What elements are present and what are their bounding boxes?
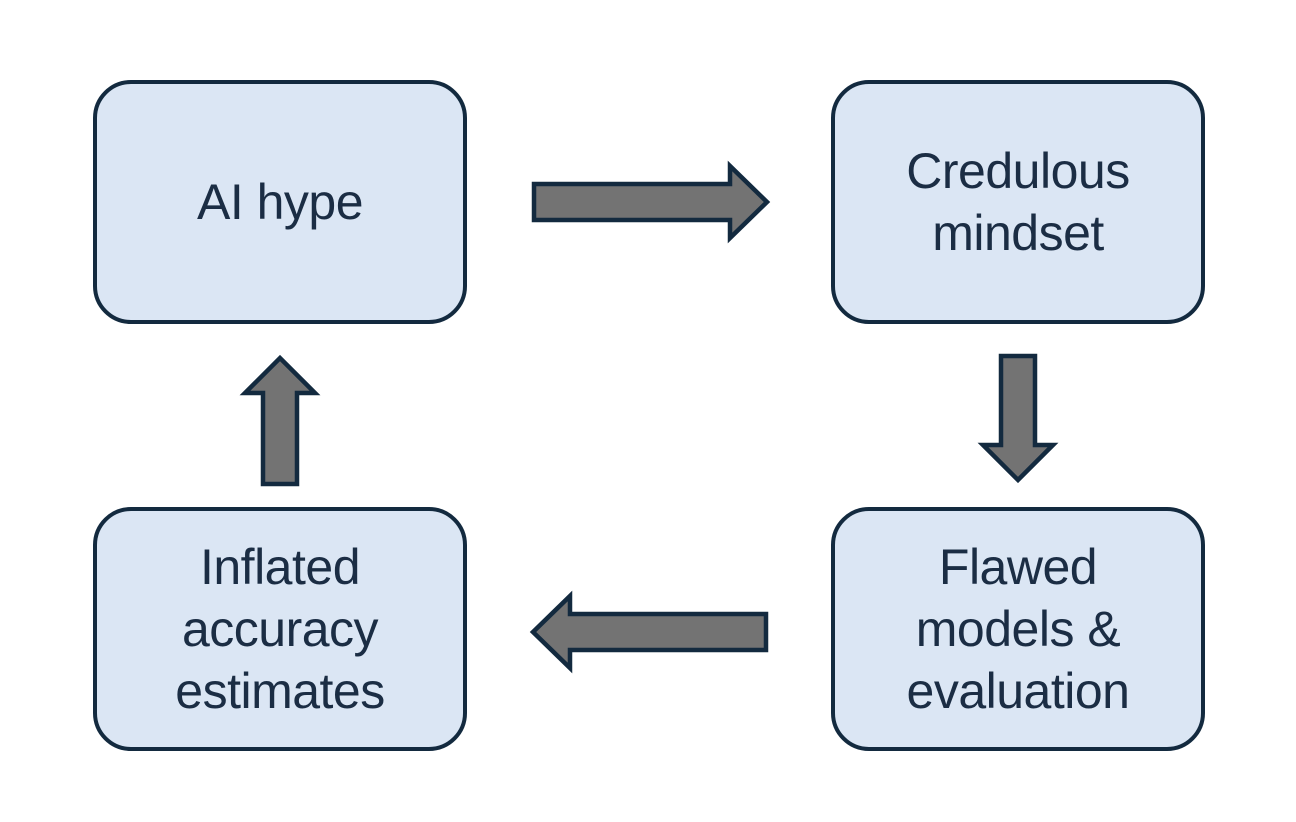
arrow-flawed-models-to-inflated-accuracy: [529, 590, 769, 674]
node-credulous-mindset: Credulous mindset: [831, 80, 1205, 324]
label-line: Flawed: [938, 539, 1098, 595]
arrow-ai-hype-to-credulous-mindset: [531, 160, 771, 244]
label-line: evaluation: [906, 663, 1130, 719]
node-flawed-models-evaluation-label: Flawed models & evaluation: [907, 536, 1130, 722]
label-line: AI hype: [196, 174, 364, 230]
node-ai-hype-label: AI hype: [196, 171, 364, 233]
arrow-credulous-mindset-to-flawed-models: [977, 353, 1059, 484]
label-line: models &: [915, 601, 1121, 657]
label-line: Inflated: [199, 539, 361, 595]
label-line: mindset: [932, 205, 1104, 261]
label-line: estimates: [175, 663, 385, 719]
node-credulous-mindset-label: Credulous mindset: [906, 140, 1130, 264]
arrow-inflated-accuracy-to-ai-hype: [239, 354, 321, 487]
node-inflated-accuracy-estimates-label: Inflated accuracy estimates: [175, 536, 385, 722]
node-ai-hype: AI hype: [93, 80, 467, 324]
node-inflated-accuracy-estimates: Inflated accuracy estimates: [93, 507, 467, 751]
node-flawed-models-evaluation: Flawed models & evaluation: [831, 507, 1205, 751]
label-line: accuracy: [181, 601, 379, 657]
label-line: Credulous: [906, 143, 1130, 199]
